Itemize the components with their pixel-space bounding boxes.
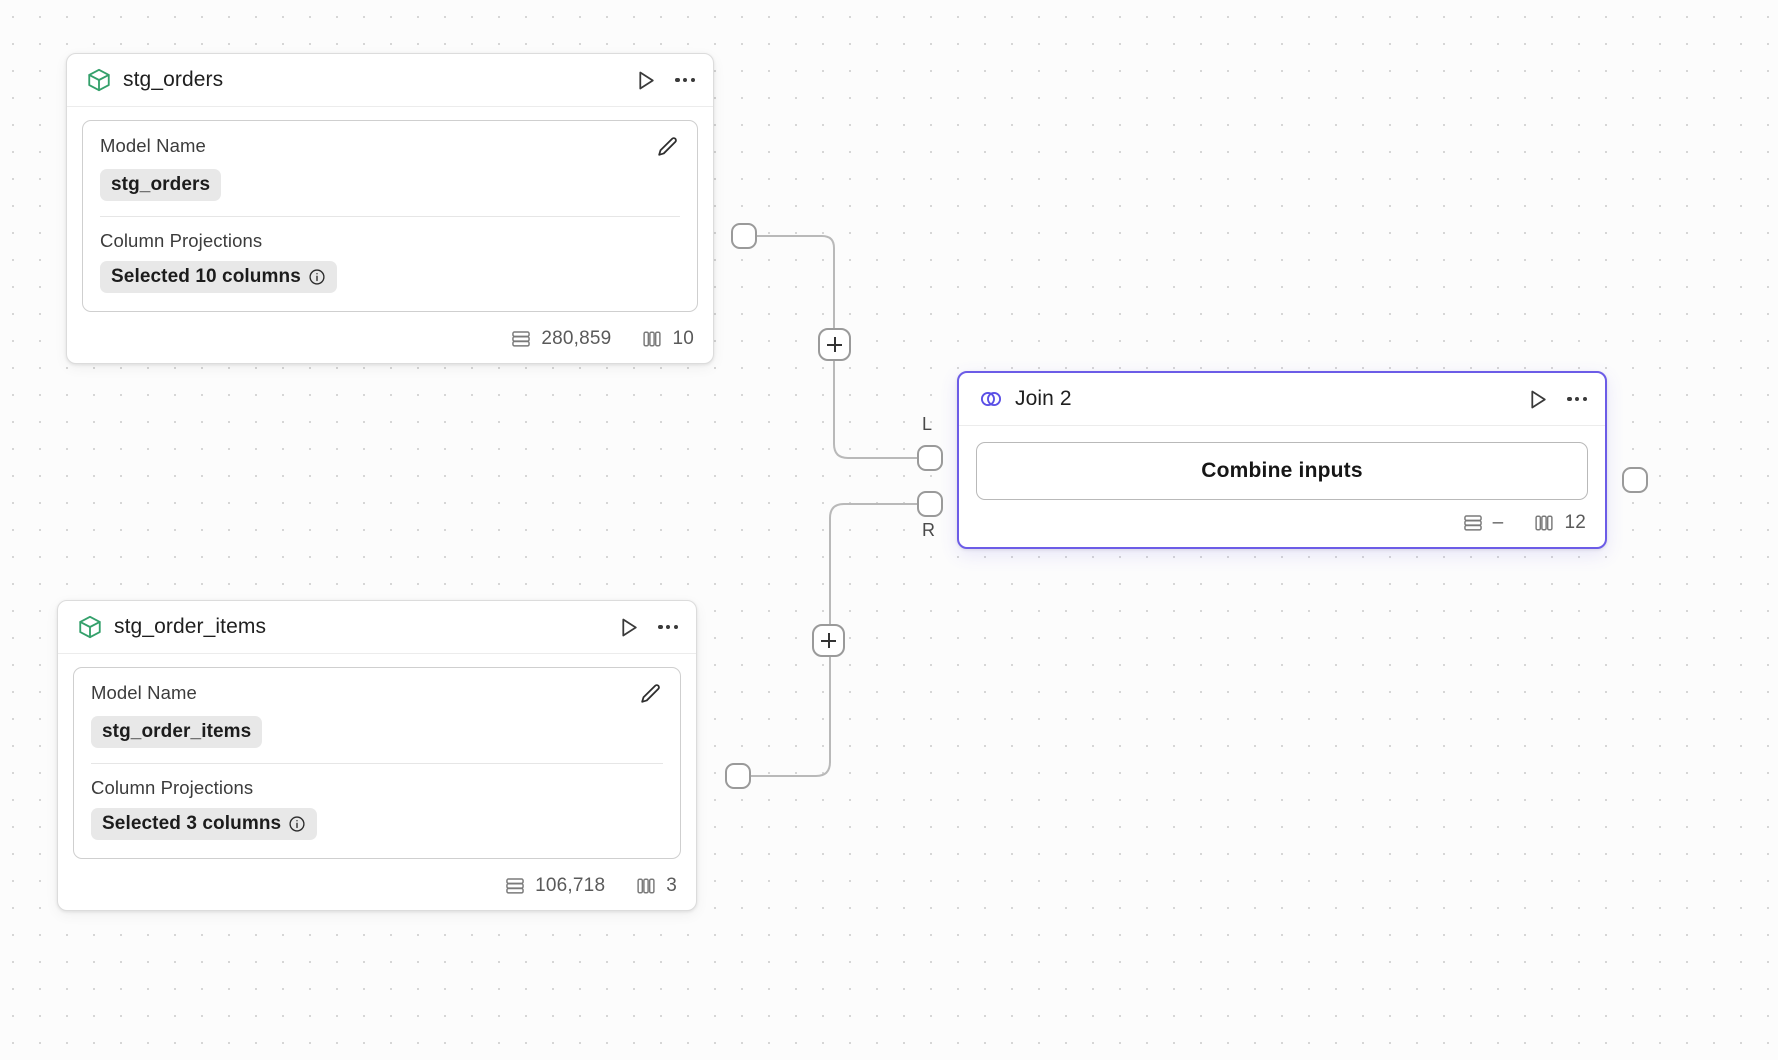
cube-icon xyxy=(86,67,112,93)
columns-count-icon xyxy=(635,875,657,897)
node-title: Join 2 xyxy=(1015,387,1072,410)
row-count-value: 106,718 xyxy=(535,875,606,896)
node-footer: 280,859 10 xyxy=(67,322,713,363)
node-stg-orders[interactable]: stg_orders Model Name xyxy=(66,53,714,364)
edit-pencil-icon[interactable] xyxy=(655,135,680,160)
node-title: stg_orders xyxy=(123,68,224,91)
combine-inputs-button[interactable]: Combine inputs xyxy=(976,442,1588,500)
node-header: Join 2 xyxy=(959,373,1605,426)
node-body: Model Name stg_orders Column Projections… xyxy=(67,107,713,322)
input-port-left-join-2[interactable] xyxy=(917,445,943,471)
more-options-icon[interactable] xyxy=(1566,393,1588,405)
rows-count-icon xyxy=(510,328,532,350)
output-port-stg-order-items[interactable] xyxy=(725,763,751,789)
join-circles-icon xyxy=(978,386,1004,412)
edit-pencil-icon[interactable] xyxy=(638,682,663,707)
node-body: Combine inputs xyxy=(959,426,1605,506)
output-port-stg-orders[interactable] xyxy=(731,223,757,249)
info-icon[interactable] xyxy=(288,815,306,833)
info-icon[interactable] xyxy=(308,268,326,286)
field-divider xyxy=(91,763,663,764)
cube-icon xyxy=(77,614,103,640)
add-node-button-upper-edge[interactable] xyxy=(818,328,851,361)
node-join-2[interactable]: Join 2 Combine inputs xyxy=(957,371,1607,549)
row-count-value: – xyxy=(1492,512,1504,533)
node-title: stg_order_items xyxy=(114,615,267,638)
column-projections-label: Column Projections xyxy=(100,230,263,251)
model-name-value: stg_order_items xyxy=(91,716,263,748)
run-icon[interactable] xyxy=(633,68,658,93)
column-projections-label: Column Projections xyxy=(91,777,254,798)
row-count-stat: 280,859 xyxy=(510,328,611,350)
input-port-label-right: R xyxy=(922,520,935,540)
column-projections-value: Selected 3 columns xyxy=(91,808,318,840)
column-count-stat: 3 xyxy=(635,875,677,897)
model-name-label: Model Name xyxy=(91,682,197,703)
column-count-stat: 12 xyxy=(1533,512,1586,534)
rows-count-icon xyxy=(1462,512,1484,534)
field-divider xyxy=(100,216,680,217)
model-config-panel: Model Name stg_order_items Column Projec… xyxy=(73,667,681,859)
input-port-right-join-2[interactable] xyxy=(917,491,943,517)
column-count-value: 3 xyxy=(666,875,677,896)
column-count-stat: 10 xyxy=(641,328,694,350)
node-footer: 106,718 3 xyxy=(58,869,696,910)
node-body: Model Name stg_order_items Column Projec… xyxy=(58,654,696,869)
more-options-icon[interactable] xyxy=(674,74,696,86)
column-projections-value: Selected 10 columns xyxy=(100,261,337,293)
model-name-value: stg_orders xyxy=(100,169,222,201)
output-port-join-2[interactable] xyxy=(1622,467,1648,493)
node-stg-order-items[interactable]: stg_order_items Model Name xyxy=(57,600,697,911)
rows-count-icon xyxy=(504,875,526,897)
row-count-stat: 106,718 xyxy=(504,875,605,897)
input-port-label-left: L xyxy=(922,414,933,434)
run-icon[interactable] xyxy=(616,615,641,640)
column-count-value: 12 xyxy=(1564,512,1586,533)
model-config-panel: Model Name stg_orders Column Projections… xyxy=(82,120,698,312)
node-header: stg_order_items xyxy=(58,601,696,654)
model-name-label: Model Name xyxy=(100,135,206,156)
run-icon[interactable] xyxy=(1525,387,1550,412)
node-footer: – 12 xyxy=(959,506,1605,547)
add-node-button-lower-edge[interactable] xyxy=(812,624,845,657)
columns-count-icon xyxy=(641,328,663,350)
columns-count-icon xyxy=(1533,512,1555,534)
more-options-icon[interactable] xyxy=(657,621,679,633)
node-header: stg_orders xyxy=(67,54,713,107)
row-count-value: 280,859 xyxy=(541,328,612,349)
row-count-stat: – xyxy=(1462,512,1504,534)
column-count-value: 10 xyxy=(672,328,694,349)
